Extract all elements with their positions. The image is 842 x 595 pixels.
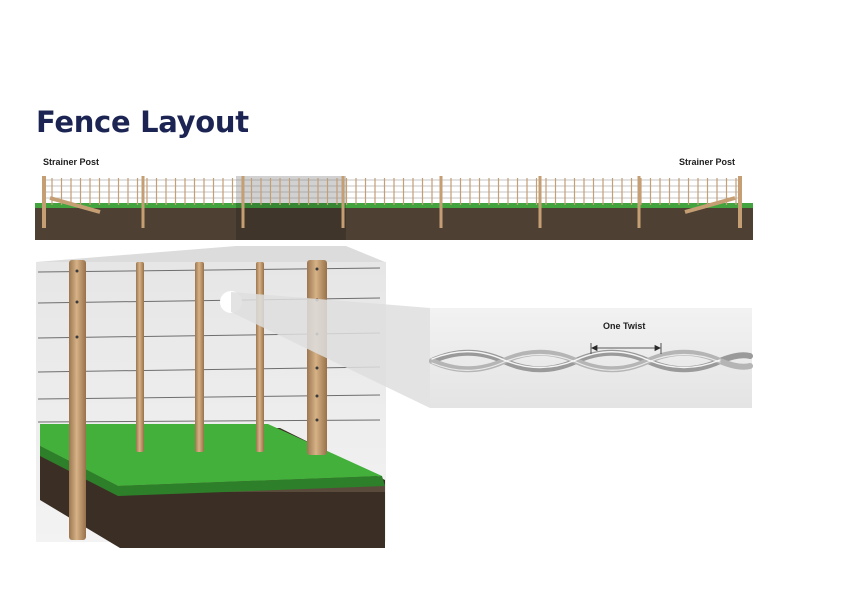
grass-edge bbox=[40, 446, 385, 496]
detail-post-line bbox=[195, 262, 204, 452]
soil-band bbox=[35, 206, 753, 240]
stay-left bbox=[49, 196, 101, 214]
detail-dropper bbox=[136, 262, 144, 452]
line-post bbox=[141, 176, 145, 228]
strainer-post bbox=[42, 176, 46, 228]
detail-post-strainer-right bbox=[307, 260, 327, 455]
grass-strip bbox=[35, 203, 753, 208]
overview-wires bbox=[44, 179, 741, 199]
line-post bbox=[637, 176, 641, 228]
grass-top bbox=[40, 424, 382, 486]
twist-connector bbox=[231, 292, 430, 408]
twisted-wire bbox=[429, 349, 753, 373]
strainer-post-right-label: Strainer Post bbox=[679, 157, 736, 167]
fence-detail bbox=[36, 246, 753, 548]
page-title: Fence Layout bbox=[36, 105, 249, 139]
stay-right bbox=[684, 196, 736, 214]
overview-posts bbox=[42, 176, 742, 228]
detail-dropper bbox=[256, 262, 264, 452]
line-post bbox=[538, 176, 542, 228]
strainer-post-left-label: Strainer Post bbox=[43, 157, 100, 167]
strainer-post bbox=[738, 176, 742, 228]
one-twist-label: One Twist bbox=[603, 321, 646, 331]
line-post bbox=[341, 176, 345, 228]
staples bbox=[75, 267, 319, 422]
double-arrow-icon bbox=[590, 343, 662, 354]
fence-overview bbox=[35, 176, 753, 240]
highlight-section bbox=[236, 176, 346, 240]
line-post bbox=[241, 176, 245, 228]
overview-droppers bbox=[51, 178, 737, 205]
zoom-connector bbox=[36, 246, 385, 262]
detail-post-strainer bbox=[69, 260, 86, 540]
line-post bbox=[439, 176, 443, 228]
